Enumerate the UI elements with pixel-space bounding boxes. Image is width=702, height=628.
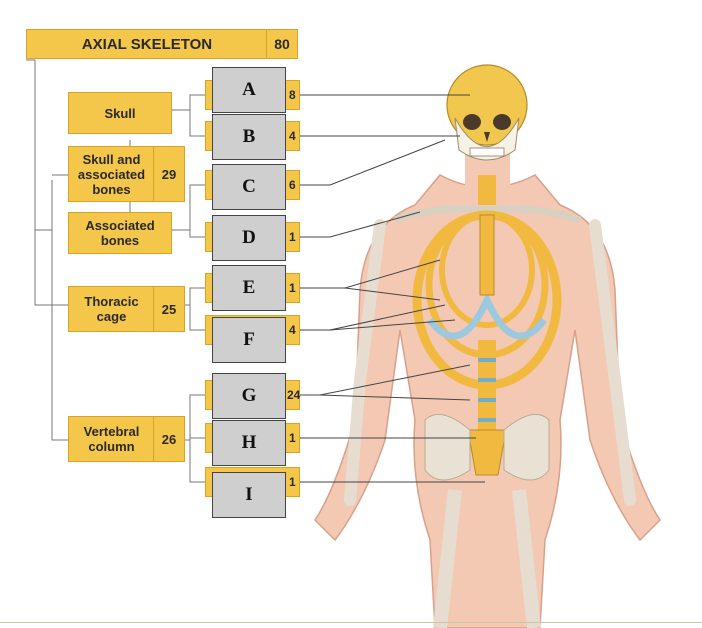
group-thoracic-label: Thoracic cage [84,294,139,324]
peek-b: 4 [289,129,296,143]
bottom-divider [0,622,702,623]
peek-h: 1 [289,431,296,445]
label-d-text: D [242,227,256,248]
label-i-text: I [245,484,253,505]
group-thoracic: Thoracic cage 25 [68,286,185,332]
header-count: 80 [266,30,297,58]
peek-g: 24 [287,388,301,402]
peek-f: 4 [289,323,296,337]
label-overlay-d[interactable]: D [212,215,286,261]
group-assoc-label: Associated bones [85,218,155,248]
header-title: AXIAL SKELETON [81,35,213,53]
tree-connectors [26,59,205,483]
group-skull: Skull [68,92,172,134]
label-overlay-b[interactable]: B [212,114,286,160]
group-assoc: Associated bones [68,212,172,254]
label-f-text: F [243,329,255,350]
label-overlay-e[interactable]: E [212,265,286,311]
leader-lines [300,94,485,483]
group-skull-label: Skull [104,105,136,121]
label-b-text: B [242,126,256,147]
label-h-text: H [241,432,257,453]
pelvis [424,413,550,628]
peek-i: 1 [289,475,296,489]
group-skull-assoc: Skull and associated bones 29 [68,146,185,202]
label-overlay-h[interactable]: H [212,420,286,466]
label-c-text: C [242,176,256,197]
peek-a: 8 [289,88,296,102]
label-overlay-c[interactable]: C [212,164,286,210]
label-overlay-g[interactable]: G [212,373,286,419]
label-overlay-f[interactable]: F [212,317,286,363]
group-skull-assoc-count: 29 [153,147,184,201]
shoulder-girdle [344,205,636,506]
peek-e: 1 [289,281,296,295]
label-a-text: A [242,79,256,100]
group-vertebral-count: 26 [153,417,184,461]
label-g-text: G [241,385,257,406]
group-skull-assoc-label: Skull and associated bones [77,151,146,197]
group-vertebral-label: Vertebral column [83,424,140,454]
header-box: AXIAL SKELETON 80 [26,29,298,59]
label-overlay-a[interactable]: A [212,67,286,113]
vertebral-column [467,175,507,476]
group-thoracic-count: 25 [153,287,184,331]
label-overlay-i[interactable]: I [212,472,286,518]
peek-c: 6 [289,178,296,192]
peek-d: 1 [289,230,296,244]
label-e-text: E [242,277,256,298]
skull-illustration [446,64,528,161]
group-vertebral: Vertebral column 26 [68,416,185,462]
